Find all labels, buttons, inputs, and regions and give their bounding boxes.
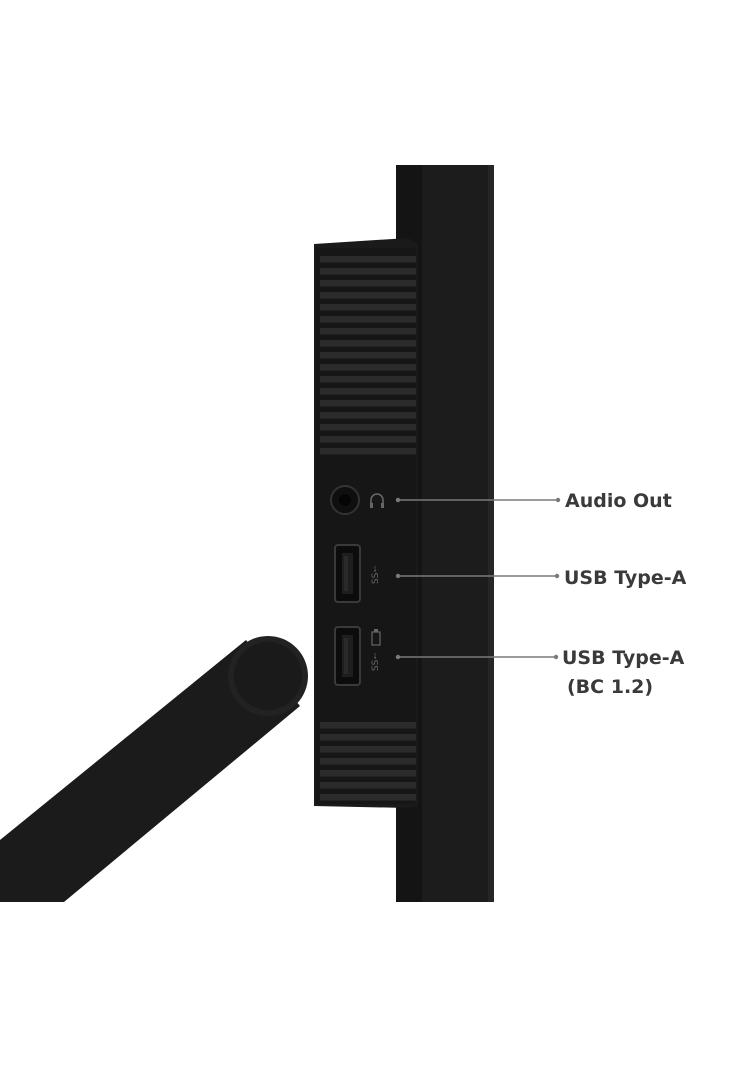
callout-usb-type-a: USB Type-A <box>564 567 687 589</box>
vent-slat <box>320 256 416 263</box>
vent-slat <box>320 268 416 275</box>
vent-slat <box>320 722 416 729</box>
vent-slat <box>320 388 416 395</box>
vent-slat <box>320 436 416 443</box>
vent-slat <box>320 280 416 287</box>
usb-superspeed-icon: SS⭪ <box>371 566 381 584</box>
usb-port-2 <box>334 626 361 686</box>
vent-slat <box>320 364 416 371</box>
callout-bc-note: (BC 1.2) <box>567 676 654 698</box>
vent-grille-bottom <box>320 722 416 801</box>
vent-slat <box>320 758 416 765</box>
vent-slat <box>320 400 416 407</box>
stand-arm <box>0 636 308 902</box>
svg-text:SS⭪: SS⭪ <box>371 566 381 584</box>
vent-slat <box>320 328 416 335</box>
vent-slat <box>320 424 416 431</box>
vent-slat <box>320 770 416 777</box>
vent-slat <box>320 448 416 455</box>
vent-slat <box>320 352 416 359</box>
svg-text:SS⭪: SS⭪ <box>371 653 381 671</box>
vent-slat <box>320 734 416 741</box>
vent-slat <box>320 746 416 753</box>
vent-slat <box>320 304 416 311</box>
vent-grille-top <box>320 256 416 455</box>
callout-audio-out: Audio Out <box>565 490 672 512</box>
vent-slat <box>320 376 416 383</box>
vent-slat <box>320 292 416 299</box>
vent-slat <box>320 316 416 323</box>
callout-usb-type-a-bc: USB Type-A <box>562 647 685 669</box>
leader-lines <box>395 497 561 660</box>
usb-port-1 <box>334 544 361 603</box>
audio-jack-port <box>330 485 360 515</box>
usb-charging-icon: SS⭪ <box>371 629 381 671</box>
vent-slat <box>320 340 416 347</box>
vent-slat <box>320 794 416 801</box>
vent-slat <box>320 782 416 789</box>
vent-slat <box>320 412 416 419</box>
headphone-icon <box>370 493 384 508</box>
